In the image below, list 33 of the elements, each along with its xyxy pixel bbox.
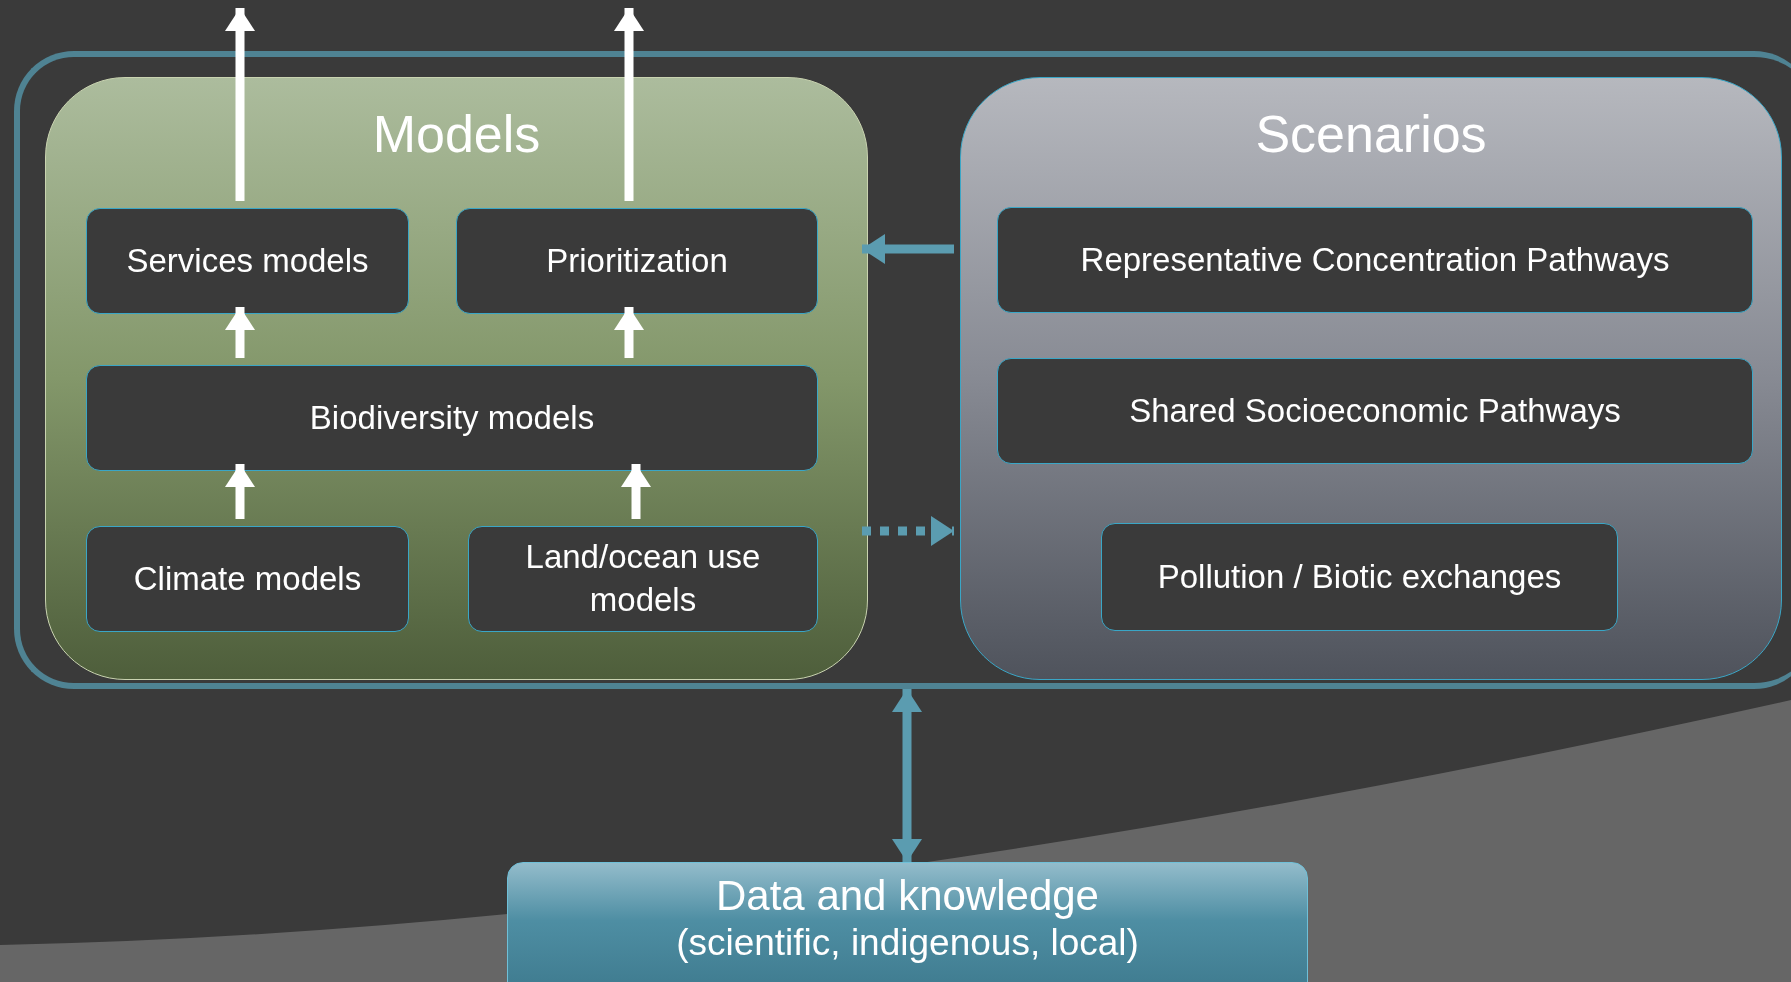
process-box [997, 207, 1753, 313]
box-title: Data and knowledge [716, 871, 1099, 921]
process-box [468, 526, 818, 632]
process-box [86, 526, 409, 632]
process-box [1101, 523, 1618, 631]
arrow [892, 689, 922, 862]
group-panel [960, 77, 1782, 680]
box-label: Services models [126, 240, 369, 281]
arrow [225, 464, 255, 519]
data-box [507, 862, 1308, 982]
arrow [614, 8, 644, 201]
panel-title: Models [371, 104, 542, 164]
process-box [456, 208, 818, 314]
arrow [614, 307, 644, 358]
arrow [225, 307, 255, 358]
box-label: Land/ocean use models [524, 537, 762, 620]
arrow [621, 464, 651, 519]
box-label: Biodiversity models [309, 397, 595, 438]
arrow [225, 8, 255, 201]
process-box [86, 365, 818, 471]
box-subtitle: (scientific, indigenous, local) [676, 921, 1139, 966]
group-panel [45, 77, 868, 680]
process-box [997, 358, 1753, 464]
arrow [862, 516, 954, 546]
box-label: Representative Concentration Pathways [1080, 239, 1670, 280]
box-label: Prioritization [546, 240, 728, 281]
container-outline [14, 51, 1791, 689]
process-box [86, 208, 409, 314]
box-label: Pollution / Biotic exchanges [1157, 556, 1562, 597]
box-label: Climate models [133, 558, 362, 599]
panel-title: Scenarios [1254, 104, 1488, 164]
box-label: Shared Socioeconomic Pathways [1129, 390, 1621, 431]
arrow [862, 234, 954, 264]
